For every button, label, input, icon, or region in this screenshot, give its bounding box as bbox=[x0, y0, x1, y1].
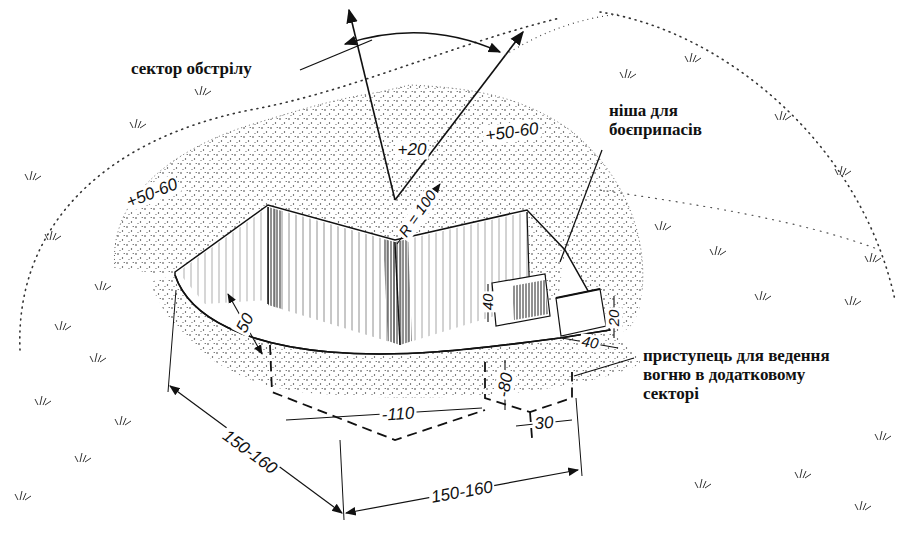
dimension-value: 150-160 bbox=[428, 477, 497, 507]
dimension-value: 40 bbox=[578, 333, 601, 353]
radius-dimension: R = 100 bbox=[395, 186, 441, 242]
dimension-value: 50 bbox=[231, 308, 259, 337]
step-label: приступець для ведення вогню в додатково… bbox=[640, 345, 851, 404]
dimension-value: 40 bbox=[480, 292, 497, 313]
sector-label: сектор обстрілу bbox=[128, 58, 255, 79]
dimension-value: 20 bbox=[606, 308, 623, 329]
dimension-value: 30 bbox=[532, 413, 556, 434]
dimension-value: 150-160 bbox=[218, 425, 283, 479]
depth-dimension: -80 bbox=[493, 369, 517, 400]
niche-label: ніша для боєприпасів bbox=[606, 100, 752, 140]
height-mark: +20 bbox=[396, 140, 429, 159]
depth-dimension: -110 bbox=[379, 403, 417, 425]
height-mark: +50-60 bbox=[122, 173, 182, 212]
height-mark: +50-60 bbox=[482, 119, 542, 146]
